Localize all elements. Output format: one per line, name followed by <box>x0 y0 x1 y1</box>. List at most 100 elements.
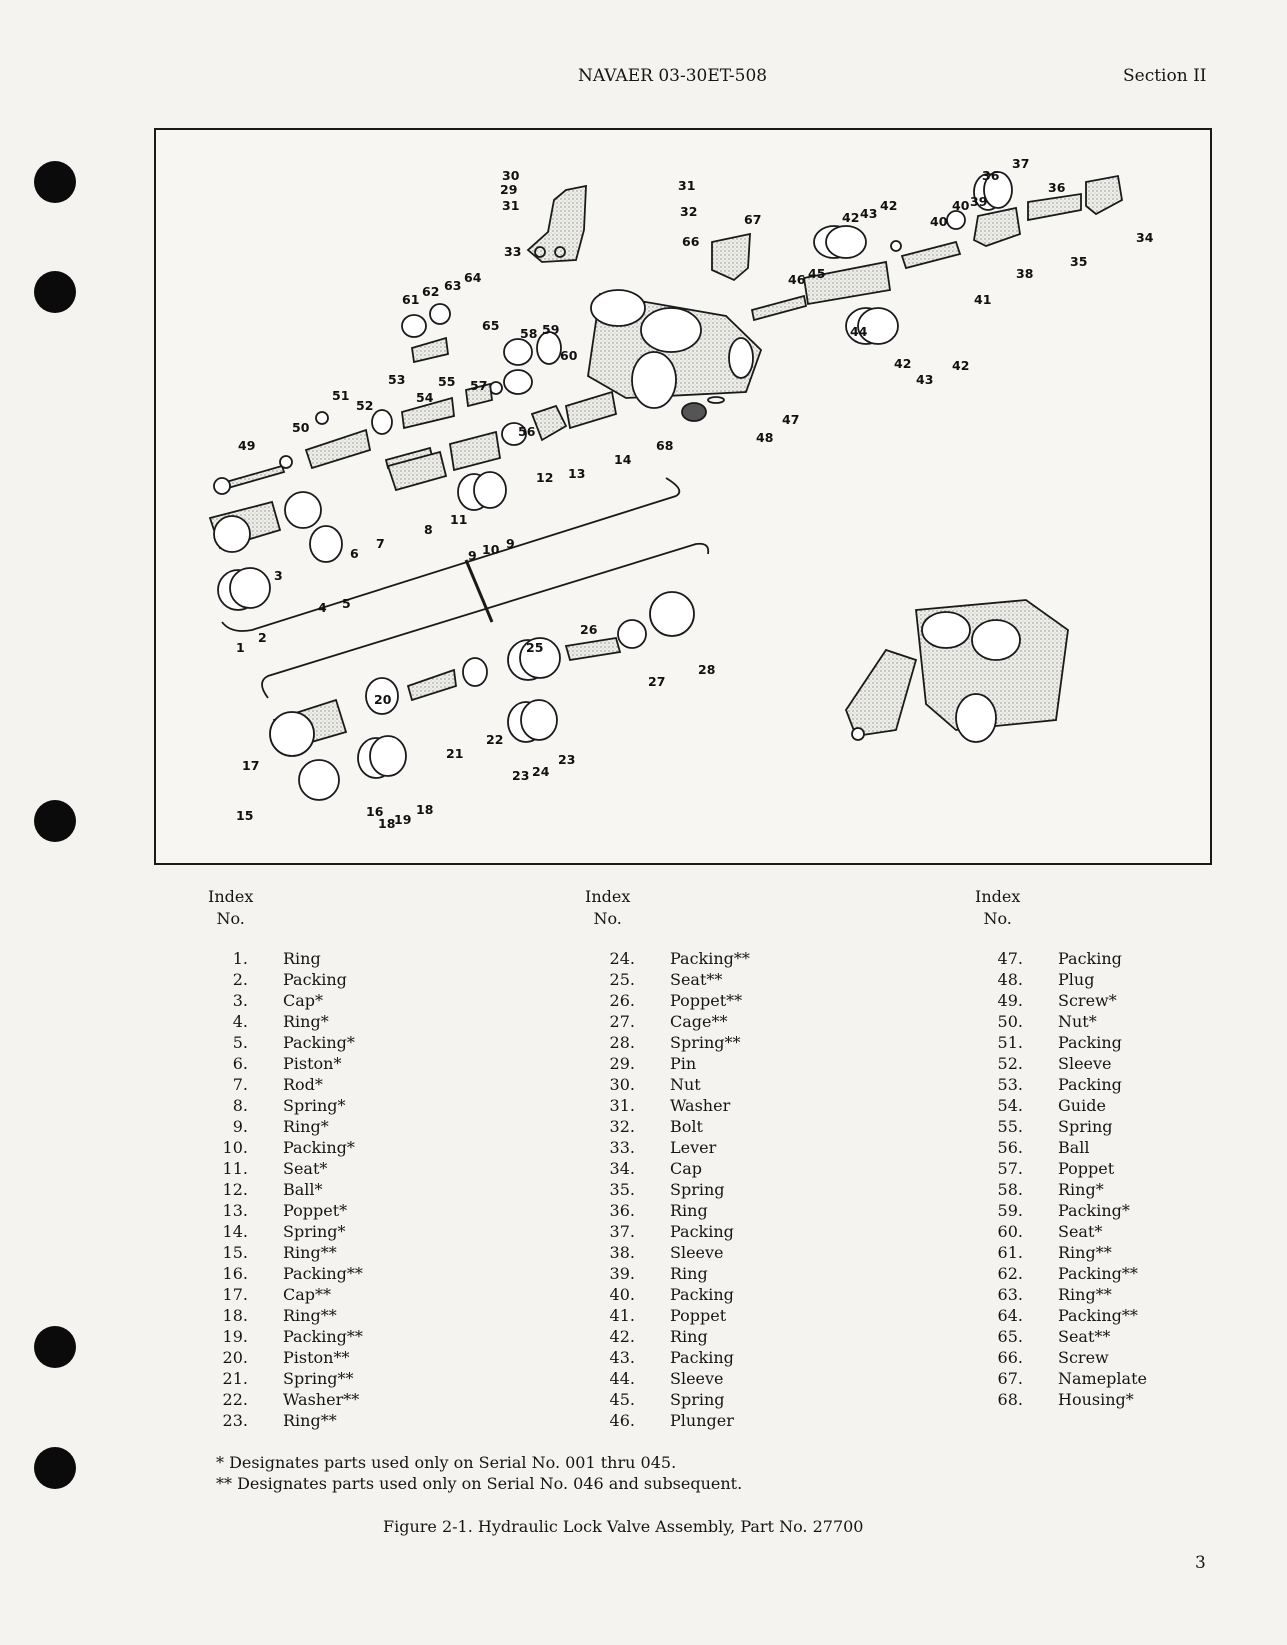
callout-8: 8 <box>424 522 433 537</box>
part-index: 8. <box>232 1096 248 1115</box>
part-name: Washer** <box>283 1390 360 1409</box>
part-row: 27.Cage** <box>597 1011 728 1032</box>
part-index: 22. <box>222 1390 248 1409</box>
part-row: 15.Ring** <box>210 1242 337 1263</box>
part-row: 2.Packing <box>210 969 347 990</box>
part-name: Packing* <box>283 1138 355 1157</box>
part-index: 29. <box>609 1054 635 1073</box>
part-row: 54.Guide <box>985 1095 1106 1116</box>
part-name: Piston* <box>283 1054 342 1073</box>
part-name: Nut* <box>1058 1012 1097 1031</box>
callout-24: 24 <box>532 764 550 779</box>
part-name: Packing* <box>283 1033 355 1052</box>
page-number: 3 <box>1195 1553 1206 1573</box>
callout-63: 63 <box>444 278 461 293</box>
part-row: 22. Washer** <box>210 1389 360 1410</box>
part-name: Ring* <box>1058 1180 1104 1199</box>
part-index: 36. <box>609 1201 635 1220</box>
callout-16: 16 <box>366 804 384 819</box>
part-name: Cap* <box>283 991 324 1010</box>
part-index: 40. <box>609 1285 635 1304</box>
section-label: Section II <box>1123 66 1207 86</box>
part-index: 18. <box>222 1306 248 1325</box>
part-index: 20. <box>222 1348 248 1367</box>
figure-caption: Figure 2-1. Hydraulic Lock Valve Assembl… <box>383 1517 864 1536</box>
part-index: 52. <box>997 1054 1023 1073</box>
callout-57: 57 <box>470 378 487 393</box>
part-row: 33.Lever <box>597 1137 717 1158</box>
part-name: Sleeve <box>670 1243 724 1262</box>
index-header-col-3: Index No. <box>975 887 1021 928</box>
callout-46: 46 <box>788 272 806 287</box>
part-name: Screw* <box>1058 991 1117 1010</box>
part-index: 9. <box>232 1117 248 1136</box>
part-name: Cage** <box>670 1012 728 1031</box>
part-name: Spring* <box>283 1222 346 1241</box>
part-outlines <box>208 171 1123 801</box>
part-row: 48. Plug <box>985 969 1095 990</box>
callout-26: 26 <box>580 622 598 637</box>
exploded-view-drawing: 1 2 3 4 5 6 7 8 9 10 9 11 12 13 14 15 16… <box>208 156 1154 831</box>
part-row: 65.Seat** <box>985 1326 1111 1347</box>
part-name: Ball <box>1058 1138 1090 1157</box>
part-name: Poppet** <box>670 991 743 1010</box>
part-index: 24. <box>609 949 635 968</box>
part-name: Nut <box>670 1075 701 1094</box>
callout-59: 59 <box>542 322 559 337</box>
part-name: Packing** <box>283 1327 363 1346</box>
part-index: 62. <box>997 1264 1023 1283</box>
callout-21: 21 <box>446 746 463 761</box>
part-name: Sleeve <box>670 1369 724 1388</box>
part-name: Bolt <box>670 1117 703 1136</box>
callout-27: 27 <box>648 674 665 689</box>
part-row: 23.Ring** <box>210 1410 337 1431</box>
part-index: 48. <box>997 970 1023 989</box>
callout-37: 37 <box>1012 156 1029 171</box>
part-index: 59. <box>997 1201 1023 1220</box>
part-index: 19. <box>222 1327 248 1346</box>
part-row: 38.Sleeve <box>597 1242 724 1263</box>
part-row: 41.Poppet <box>597 1305 727 1326</box>
part-index: 63. <box>997 1285 1023 1304</box>
part-name: Seat* <box>283 1159 328 1178</box>
part-row: 52.Sleeve <box>985 1053 1112 1074</box>
part-name: Poppet* <box>283 1201 348 1220</box>
binder-hole-3 <box>34 800 76 842</box>
part-name: Packing <box>1058 1075 1122 1094</box>
part-row: 53.Packing <box>985 1074 1122 1095</box>
part-index: 68. <box>997 1390 1023 1409</box>
part-index: 14. <box>222 1222 248 1241</box>
callout-36: 36 <box>982 168 1000 183</box>
callout-17: 17 <box>242 758 259 773</box>
callout-42d: 42 <box>952 358 969 373</box>
callout-60: 60 <box>560 348 578 363</box>
part-row: 55.Spring <box>985 1116 1113 1137</box>
part-row: 13.Poppet* <box>210 1200 348 1221</box>
part-index: 17. <box>222 1285 248 1304</box>
callout-38: 38 <box>1016 266 1033 281</box>
part-index: 25. <box>609 970 635 989</box>
callout-65: 65 <box>482 318 499 333</box>
callout-5: 5 <box>342 596 351 611</box>
part-row: 59.Packing* <box>985 1200 1130 1221</box>
part-row: 25.Seat** <box>597 969 723 990</box>
part-name: Cap** <box>283 1285 332 1304</box>
part-name: Ring* <box>283 1012 329 1031</box>
part-name: Nameplate <box>1058 1369 1147 1388</box>
part-index: 34. <box>609 1159 635 1178</box>
part-index: 54. <box>997 1096 1023 1115</box>
part-name: Ring <box>670 1264 708 1283</box>
part-row: 12.Ball* <box>210 1179 323 1200</box>
index-header-col-1: Index No. <box>208 887 254 928</box>
part-name: Cap <box>670 1159 703 1178</box>
part-row: 50.Nut* <box>985 1011 1097 1032</box>
part-index: 12. <box>222 1180 248 1199</box>
part-row: 36.Ring <box>597 1200 708 1221</box>
part-index: 11. <box>222 1159 248 1178</box>
part-row: 62.Packing** <box>985 1263 1138 1284</box>
part-row: 10.Packing* <box>210 1137 355 1158</box>
callout-7: 7 <box>376 536 385 551</box>
part-name: Plug <box>1058 970 1095 989</box>
part-name: Spring <box>670 1390 725 1409</box>
